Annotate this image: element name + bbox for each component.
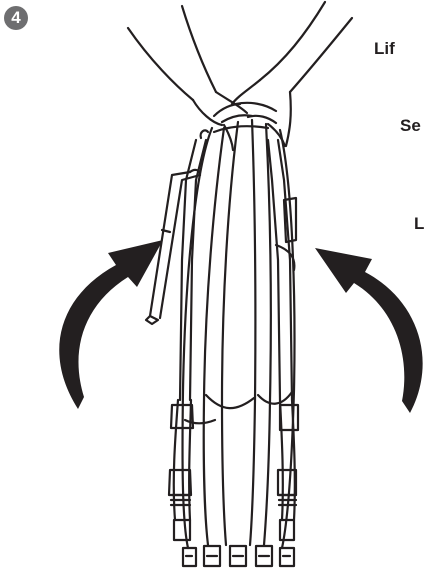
pad-feet-illustration (183, 546, 294, 566)
hands-illustration (128, 2, 352, 150)
left-frame-illustration (169, 130, 208, 540)
left-curved-arrow-icon (59, 240, 163, 409)
right-curved-arrow-icon (315, 248, 423, 413)
